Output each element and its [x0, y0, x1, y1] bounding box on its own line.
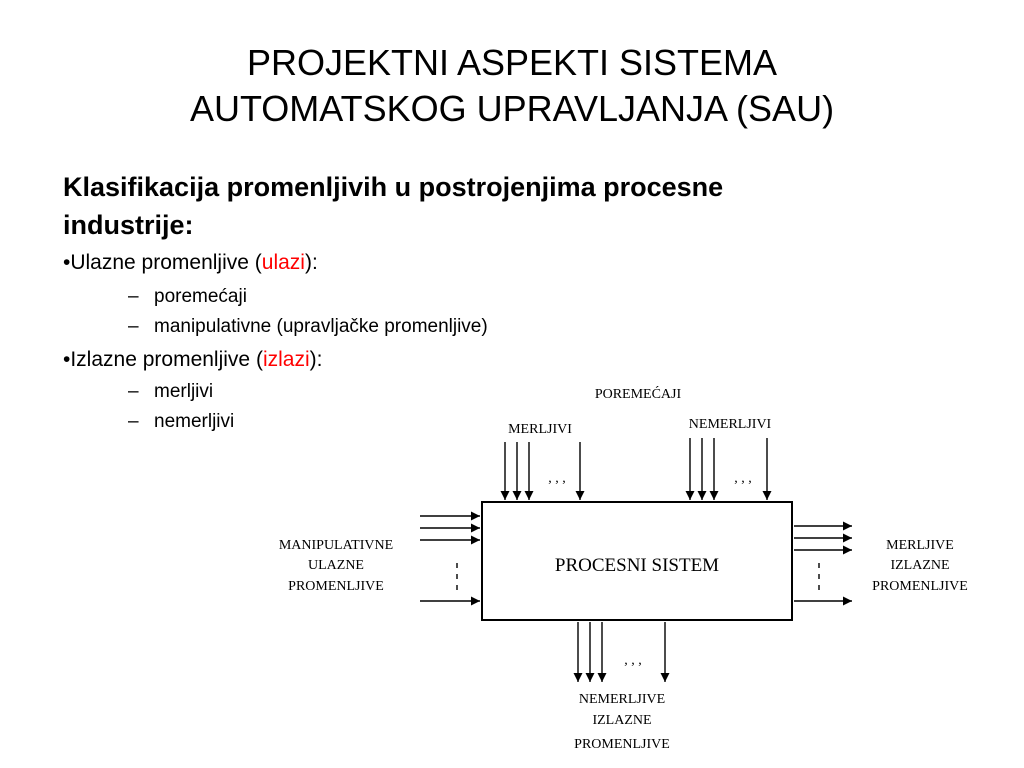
- sub-item-label: manipulativne (upravljačke promenljive): [154, 316, 488, 337]
- bullet-outputs: •Izlazne promenljive (izlazi):: [63, 347, 322, 373]
- dash-glyph: –: [128, 286, 139, 307]
- manipulative-label-line-3: PROMENLJIVE: [288, 579, 384, 594]
- ellipsis-marks: , , ,: [734, 471, 752, 486]
- bullet-inputs-suffix: ):: [304, 251, 318, 274]
- unmeasurable-output-arrows: , , ,: [573, 622, 670, 682]
- unmeasurable-output-label-line-1: NEMERLJIVE: [579, 692, 665, 707]
- sub-item-label: merljivi: [154, 381, 214, 402]
- sub-item-label: poremećaji: [154, 286, 247, 307]
- slide-title: PROJEKTNI ASPEKTI SISTEMA AUTOMATSKOG UP…: [0, 40, 1024, 132]
- unmeasurable-output-label-line-3: PROMENLJIVE: [574, 737, 670, 752]
- bullet-inputs: •Ulazne promenljive (ulazi):: [63, 250, 318, 276]
- dash-glyph: –: [128, 411, 139, 432]
- sub-item-measurable: –merljivi: [128, 380, 213, 404]
- measurable-disturbance-arrows: , , ,: [500, 442, 585, 500]
- unmeasurable-output-label-line-2: IZLAZNE: [592, 713, 651, 728]
- unmeasurable-disturbance-arrows: , , ,: [685, 438, 772, 500]
- ellipsis-marks: , , ,: [624, 653, 642, 668]
- ellipsis-marks: , , ,: [548, 471, 566, 486]
- measurable-output-arrows: [794, 521, 852, 606]
- measurable-output-label-line-3: PROMENLJIVE: [872, 579, 968, 594]
- sub-item-unmeasurable: –nemerljivi: [128, 410, 234, 434]
- manipulative-input-arrows: [420, 511, 480, 606]
- section-heading-line-1: Klasifikacija promenljivih u postrojenji…: [63, 172, 724, 202]
- bullet-outputs-prefix: •Izlazne promenljive (: [63, 348, 263, 371]
- sub-item-label: nemerljivi: [154, 411, 235, 432]
- unmeasurable-disturbances-label: NEMERLJIVI: [689, 417, 772, 432]
- manipulative-label-line-1: MANIPULATIVNE: [279, 538, 393, 553]
- measurable-output-label-line-2: IZLAZNE: [890, 558, 949, 573]
- section-heading: Klasifikacija promenljivih u postrojenji…: [63, 168, 963, 244]
- bullet-outputs-highlight: izlazi: [262, 348, 310, 371]
- bullet-outputs-suffix: ):: [309, 348, 323, 371]
- slide-title-line-1: PROJEKTNI ASPEKTI SISTEMA: [246, 42, 778, 83]
- sub-item-manipulative: –manipulativne (upravljačke promenljive): [128, 315, 488, 339]
- process-system-label: PROCESNI SISTEM: [555, 555, 719, 576]
- process-system-box: [481, 501, 793, 621]
- measurable-disturbances-label: MERLJIVI: [508, 422, 572, 437]
- sub-item-disturbances: –poremećaji: [128, 285, 247, 309]
- disturbances-label: POREMEĆAJI: [595, 385, 682, 402]
- slide-title-line-2: AUTOMATSKOG UPRAVLJANJA (SAU): [189, 88, 835, 129]
- measurable-output-label-line-1: MERLJIVE: [886, 538, 954, 553]
- section-heading-line-2: industrije:: [63, 210, 194, 240]
- bullet-inputs-highlight: ulazi: [261, 251, 305, 274]
- dash-glyph: –: [128, 316, 139, 337]
- dash-glyph: –: [128, 381, 139, 402]
- manipulative-label-line-2: ULAZNE: [308, 558, 364, 573]
- bullet-inputs-prefix: •Ulazne promenljive (: [63, 251, 262, 274]
